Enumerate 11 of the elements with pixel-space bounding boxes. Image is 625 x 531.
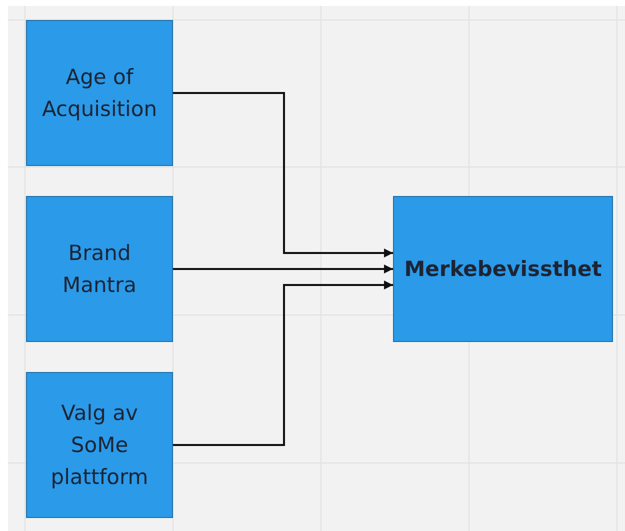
arrow <box>173 264 393 274</box>
arrow <box>173 280 393 446</box>
arrow <box>173 92 393 258</box>
process-box <box>26 196 173 342</box>
target-box <box>393 196 613 342</box>
box-label: Valg av SoMe plattform <box>50 400 150 491</box>
process-box <box>26 20 173 166</box>
process-box <box>26 372 173 518</box>
box-label: Merkebevissthet <box>403 256 603 283</box>
box-label: Age of Acquisition <box>40 64 158 123</box>
box-label: Brand Mantra <box>61 240 138 299</box>
